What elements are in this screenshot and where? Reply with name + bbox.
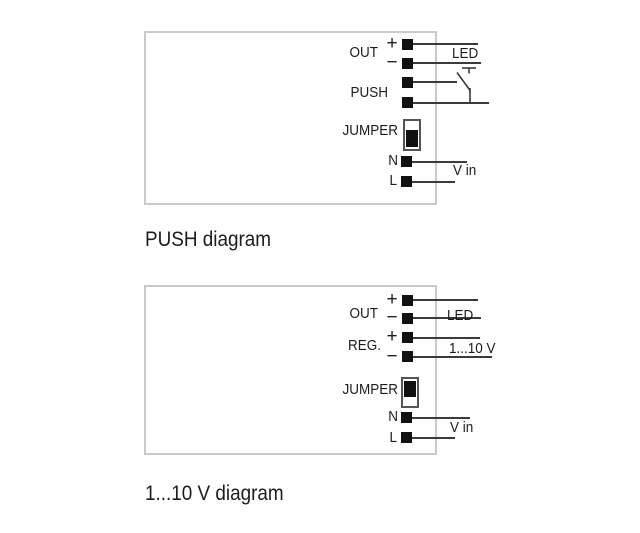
jumper-label: JUMPER	[342, 381, 398, 398]
reg-label: REG.	[347, 337, 381, 354]
terminal-out-minus	[402, 58, 413, 69]
wire-push-bottom	[413, 102, 489, 104]
out-label: OUT	[349, 305, 378, 322]
wire-out-plus	[413, 299, 478, 301]
wire-l	[412, 181, 455, 183]
plus-sign: +	[386, 326, 398, 347]
wire-push-top	[413, 81, 457, 83]
terminal-l	[401, 432, 412, 443]
wire-n	[412, 417, 470, 419]
wire-out-plus	[413, 43, 478, 45]
minus-sign: −	[386, 52, 398, 73]
terminal-out-plus	[402, 295, 413, 306]
terminal-out-minus	[402, 313, 413, 324]
wire-out-minus	[413, 317, 481, 319]
wire-out-minus	[413, 62, 481, 64]
minus-sign: −	[386, 346, 398, 367]
terminal-l	[401, 176, 412, 187]
wire-reg-minus	[413, 356, 492, 358]
v-in-label: V in	[453, 162, 477, 179]
push-diagram-device-outline	[144, 31, 437, 205]
v-diagram-caption: 1...10 V diagram	[145, 482, 284, 505]
out-label: OUT	[349, 44, 378, 61]
wire-l	[412, 437, 455, 439]
terminal-n	[401, 156, 412, 167]
push-button-switch-icon	[456, 67, 476, 104]
jumper-connector	[403, 119, 421, 151]
terminal-reg-minus	[402, 351, 413, 362]
plus-sign: +	[386, 289, 398, 310]
terminal-out-plus	[402, 39, 413, 50]
terminal-push-top	[402, 77, 413, 88]
v-diagram-device-outline	[144, 285, 437, 455]
push-label: PUSH	[350, 84, 388, 101]
line-label: L	[389, 172, 397, 189]
neutral-label: N	[388, 408, 398, 425]
terminal-push-bottom	[402, 97, 413, 108]
led-label: LED	[452, 45, 479, 62]
jumper-label: JUMPER	[342, 122, 398, 139]
wire-reg-plus	[413, 337, 480, 339]
terminal-n	[401, 412, 412, 423]
line-label: L	[389, 429, 397, 446]
jumper-connector	[401, 377, 419, 408]
reg-range-label: 1...10 V	[449, 340, 496, 357]
jumper-pin	[406, 130, 418, 147]
jumper-pin	[404, 381, 416, 397]
wire-n	[412, 161, 467, 163]
v-in-label: V in	[450, 419, 474, 436]
minus-sign: −	[386, 307, 398, 328]
neutral-label: N	[388, 152, 398, 169]
push-diagram-caption: PUSH diagram	[145, 228, 272, 251]
led-label: LED	[447, 307, 474, 324]
plus-sign: +	[386, 33, 398, 54]
terminal-reg-plus	[402, 332, 413, 343]
